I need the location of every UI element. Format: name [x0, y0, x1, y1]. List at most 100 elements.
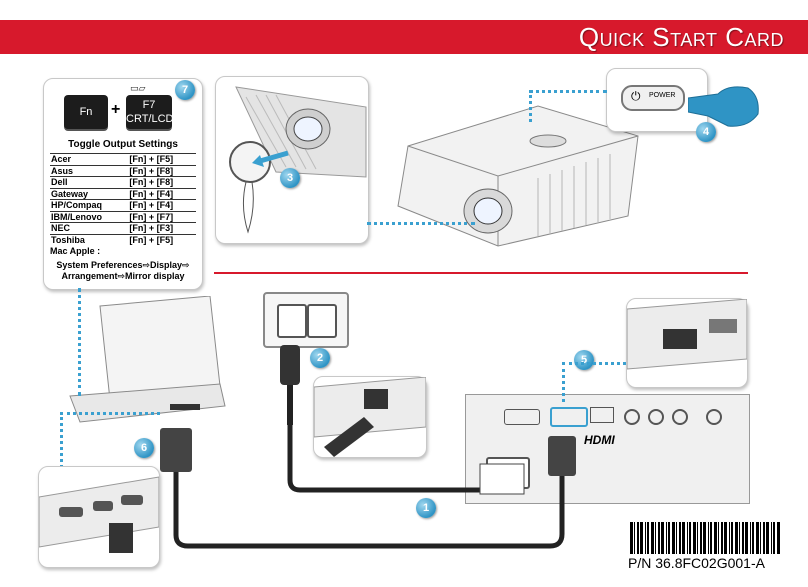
f7-key: F7 CRT/LCD: [126, 95, 174, 129]
projector-illustration: [397, 105, 639, 247]
table-row: Dell[Fn] + [F8]: [50, 176, 196, 188]
f7-key-sublabel: CRT/LCD: [126, 113, 174, 125]
barcode-bar: [731, 522, 733, 554]
keys-cell: [Fn] + [F4]: [128, 187, 196, 200]
barcode-bar: [735, 522, 738, 554]
table-row: HP/Compaq[Fn] + [F4]: [50, 199, 196, 211]
section-divider: [214, 272, 748, 274]
barcode: [630, 522, 780, 554]
barcode-bar: [647, 522, 649, 554]
step-badge-7: 7: [175, 80, 195, 100]
toggle-output-panel: ▭▱ Fn + F7 CRT/LCD Toggle Output Setting…: [43, 78, 203, 290]
mac-instruction-line: Arrangement⇨Mirror display: [61, 271, 185, 281]
outlet-socket: [277, 304, 307, 338]
barcode-bar: [637, 522, 639, 554]
dc-port: [706, 409, 722, 425]
connector-line: [60, 412, 63, 468]
barcode-bar: [672, 522, 675, 554]
connector-line: [529, 90, 607, 93]
barcode-bar: [687, 522, 688, 554]
plus-sign: +: [111, 101, 121, 118]
vga-zoom-panel: [626, 298, 748, 388]
fn-key: Fn: [64, 95, 108, 129]
wall-outlet: [263, 292, 349, 348]
mac-label: Mac Apple :: [50, 246, 101, 256]
vga-connector-illustration: [626, 298, 748, 370]
power-socket-illustration: [313, 376, 427, 457]
barcode-bar: [661, 522, 664, 554]
keys-cell: [Fn] + [F8]: [128, 164, 196, 177]
connector-line: [60, 412, 160, 415]
vga-port-illustration: [38, 476, 160, 553]
keys-cell: [Fn] + [F3]: [128, 222, 196, 234]
brand-cell: Acer: [50, 153, 129, 165]
step-badge-4: 4: [696, 122, 716, 142]
connector-line: [562, 362, 626, 365]
monitor-laptop-icon: ▭▱: [130, 83, 146, 93]
keys-cell: [Fn] + [F5]: [128, 153, 196, 165]
vga-in-port: [550, 407, 588, 427]
hdmi-logo: HDMI: [584, 433, 615, 447]
barcode-bar: [640, 522, 643, 554]
barcode-bar: [718, 522, 719, 554]
barcode-bar: [742, 522, 744, 554]
barcode-bar: [697, 522, 698, 554]
barcode-bar: [710, 522, 712, 554]
barcode-bar: [721, 522, 723, 554]
brand-cell: Asus: [50, 164, 129, 177]
video-port: [648, 409, 664, 425]
table-row: IBM/Lenovo[Fn] + [F7]: [50, 210, 196, 223]
barcode-bar: [714, 522, 717, 554]
power-plug-illustration: [280, 345, 300, 425]
s-video-port: [624, 409, 640, 425]
pointing-hand-icon: [688, 86, 759, 127]
vga-out-port: [504, 409, 540, 425]
connector-line: [367, 222, 475, 225]
barcode-bar: [760, 522, 761, 554]
barcode-bar: [634, 522, 635, 554]
barcode-bar: [679, 522, 681, 554]
power-socket-panel: [313, 376, 427, 458]
connector-line: [529, 90, 532, 122]
barcode-bar: [766, 522, 769, 554]
toggle-output-table: Acer[Fn] + [F5] Asus[Fn] + [F8] Dell[Fn]…: [50, 153, 196, 245]
barcode-bar: [658, 522, 660, 554]
mac-instructions: System Preferences⇨Display⇨ Arrangement⇨…: [44, 260, 202, 282]
power-icon: ⏻: [631, 89, 641, 103]
connector-line: [562, 362, 565, 402]
barcode-bar: [655, 522, 656, 554]
step-badge-1: 1: [416, 498, 436, 518]
barcode-bar: [682, 522, 685, 554]
barcode-bar: [777, 522, 780, 554]
barcode-bar: [756, 522, 759, 554]
barcode-bar: [763, 522, 765, 554]
lens-cap-illustration: [229, 86, 367, 234]
table-row: Gateway[Fn] + [F4]: [50, 187, 196, 200]
barcode-bar: [729, 522, 730, 554]
barcode-bar: [668, 522, 670, 554]
brand-cell: Gateway: [50, 187, 129, 200]
mac-instruction-line: System Preferences⇨Display⇨: [56, 260, 190, 270]
lens-cap-panel: [215, 76, 369, 244]
keys-cell: [Fn] + [F5]: [128, 233, 196, 245]
barcode-bar: [700, 522, 702, 554]
step-badge-6: 6: [134, 438, 154, 458]
barcode-bar: [771, 522, 772, 554]
barcode-bar: [750, 522, 751, 554]
part-number: P/N 36.8FC02G001-A: [628, 555, 765, 571]
step-badge-3: 3: [280, 168, 300, 188]
laptop-port-panel: [38, 466, 160, 568]
brand-cell: Toshiba: [50, 233, 129, 245]
barcode-bar: [645, 522, 646, 554]
barcode-bar: [773, 522, 775, 554]
table-row: Asus[Fn] + [F8]: [50, 164, 196, 177]
barcode-bar: [739, 522, 740, 554]
barcode-bar: [676, 522, 677, 554]
keys-cell: [Fn] + [F7]: [128, 210, 196, 223]
brand-cell: IBM/Lenovo: [50, 210, 129, 223]
barcode-bar: [651, 522, 654, 554]
outlet-socket: [307, 304, 337, 338]
keys-cell: [Fn] + [F8]: [128, 176, 196, 188]
audio-port: [672, 409, 688, 425]
